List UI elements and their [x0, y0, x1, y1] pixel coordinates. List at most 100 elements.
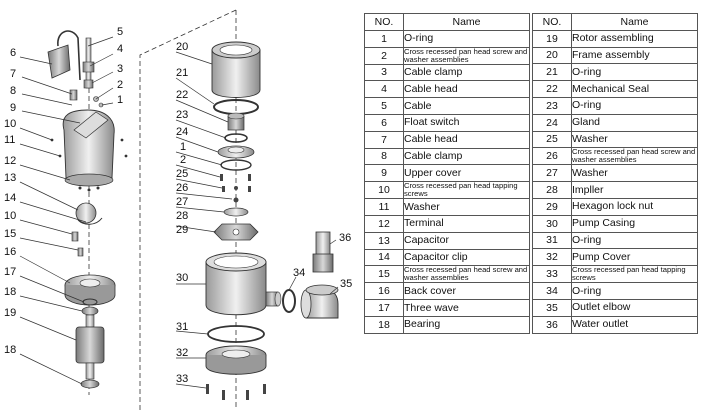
- mechanical-seal: [227, 112, 245, 131]
- impeller: [223, 207, 249, 217]
- callout-24: 24: [176, 126, 188, 138]
- part-number: 35: [532, 298, 572, 317]
- part-name: Pump Casing: [571, 214, 698, 233]
- part-name: Cross recessed pan head tapping screws: [403, 181, 530, 200]
- pump-cover: [205, 345, 267, 375]
- part-number: 15: [364, 265, 404, 284]
- part-number: 28: [532, 181, 572, 199]
- part-name: Cross recessed pan head tapping screws: [571, 265, 698, 284]
- callout-25: 25: [176, 168, 188, 180]
- part-number: 21: [532, 63, 572, 82]
- part-name: Washer: [571, 164, 698, 183]
- exploded-view-diagram: 5 4 6 3 7 2 8 1 9 10 11 12 13 14 10 15 1…: [4, 9, 352, 410]
- part-number: 2: [364, 46, 404, 65]
- part-number: 4: [364, 80, 404, 99]
- part-name: Capacitor clip: [403, 248, 530, 267]
- frame-assembly: [211, 41, 261, 98]
- part-name: Mechanical Seal: [571, 80, 698, 98]
- part-name: Cable head: [403, 80, 530, 99]
- callout-22: 22: [176, 89, 188, 101]
- part-name: Cross recessed pan head screw and washer…: [403, 46, 530, 65]
- water-outlet: [312, 231, 334, 273]
- part-number: 12: [364, 214, 404, 233]
- part-number: 36: [532, 315, 572, 334]
- callout-17: 17: [4, 266, 16, 278]
- header-name: Name: [571, 13, 698, 31]
- part-number: 26: [532, 147, 572, 166]
- part-name: Upper cover: [403, 164, 530, 183]
- callout-11: 11: [4, 134, 15, 146]
- part-number: 20: [532, 46, 572, 65]
- part-name: Back cover: [403, 282, 530, 301]
- part-name: Float switch: [403, 113, 530, 132]
- part-number: 32: [532, 248, 572, 267]
- part-name: O-ring: [571, 231, 698, 250]
- hexagon-lock-nut: [213, 223, 259, 241]
- outlet-elbow: [300, 284, 339, 319]
- upper-cover: [62, 109, 115, 192]
- table-header: NO. Name: [532, 13, 698, 31]
- part-name: Bearing: [403, 315, 530, 334]
- bearing-bottom: [80, 379, 100, 389]
- part-name: Cross recessed pan head screw and washer…: [571, 147, 698, 166]
- part-name: Gland: [571, 113, 698, 132]
- part-name: O-ring: [571, 282, 698, 300]
- part-number: 14: [364, 248, 404, 267]
- part-number: 6: [364, 113, 404, 132]
- three-wave-washer: [82, 298, 98, 306]
- part-name: O-ring: [571, 96, 698, 115]
- callout-36: 36: [339, 232, 351, 244]
- callout-23: 23: [176, 109, 188, 121]
- part-number: 3: [364, 63, 404, 82]
- header-no: NO.: [532, 13, 572, 31]
- part-number: 24: [532, 113, 572, 132]
- part-name: Outlet elbow: [571, 298, 698, 317]
- pump-casing: [205, 252, 282, 316]
- bearing-top: [81, 306, 99, 316]
- part-number: 7: [364, 130, 404, 149]
- part-number: 31: [532, 231, 572, 250]
- part-number: 34: [532, 282, 572, 300]
- callout-1b: 1: [180, 141, 186, 153]
- part-number: 29: [532, 197, 572, 216]
- part-number: 33: [532, 265, 572, 284]
- callout-32: 32: [176, 347, 188, 359]
- callout-4: 4: [117, 43, 123, 55]
- callout-20: 20: [176, 41, 188, 53]
- part-name: Water outlet: [571, 315, 698, 334]
- callout-numbers: 5 4 6 3 7 2 8 1 9 10 11 12 13 14 10 15 1…: [4, 26, 352, 385]
- callout-34: 34: [293, 267, 305, 279]
- part-name: O-ring: [571, 63, 698, 82]
- callout-18b: 18: [4, 344, 16, 356]
- callout-8: 8: [10, 85, 16, 97]
- callout-10: 10: [4, 118, 16, 130]
- rotor-assembly: [75, 314, 105, 380]
- callout-21: 21: [176, 67, 188, 79]
- cable-head-small: [69, 89, 104, 108]
- callout-7: 7: [10, 68, 16, 80]
